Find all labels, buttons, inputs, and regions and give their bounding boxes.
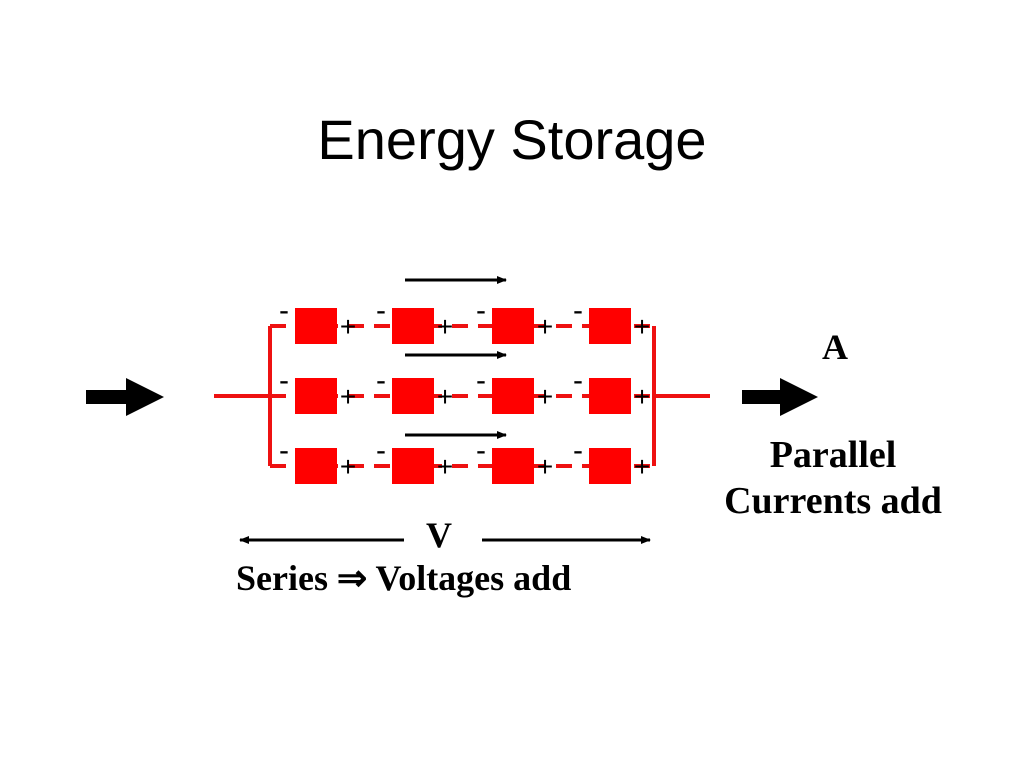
battery-cell: -+ [279,434,356,484]
current-flow-arrows [405,276,507,439]
series-note: Voltages add [375,558,572,598]
cell-minus-terminal: - [376,364,386,397]
battery-cell-body [589,308,631,344]
battery-cell-body [295,448,337,484]
slide-title: Energy Storage [317,108,707,171]
battery-cell-body [392,308,434,344]
battery-cell: -+ [279,294,356,344]
battery-cell: -+ [279,364,356,414]
parallel-caption: Parallel Currents add [702,432,964,524]
cell-minus-terminal: - [476,364,486,397]
battery-cell: -+ [376,434,453,484]
cell-minus-terminal: - [376,294,386,327]
input-arrow-icon [86,378,164,416]
cell-minus-terminal: - [279,294,289,327]
current-label: A [822,327,848,367]
voltage-label: V [426,515,452,555]
cell-plus-terminal: + [634,381,650,412]
cell-minus-terminal: - [476,294,486,327]
cell-plus-terminal: + [537,451,553,482]
battery-cell: -+ [376,294,453,344]
battery-cell-body [589,378,631,414]
cell-plus-terminal: + [437,451,453,482]
battery-cell-body [295,378,337,414]
cell-plus-terminal: + [340,451,356,482]
cell-minus-terminal: - [573,434,583,467]
parallel-title: Parallel [769,434,897,476]
battery-cell: -+ [573,434,650,484]
cell-minus-terminal: - [573,364,583,397]
cell-minus-terminal: - [476,434,486,467]
series-caption: Series ⇒ Voltages add [236,557,571,599]
battery-cell: -+ [476,434,553,484]
battery-cell-body [492,308,534,344]
cell-minus-terminal: - [573,294,583,327]
implies-symbol: ⇒ [336,558,368,598]
cell-plus-terminal: + [537,381,553,412]
battery-cell-body [392,378,434,414]
output-arrow-icon [742,378,818,416]
cell-plus-terminal: + [634,311,650,342]
battery-cell: -+ [573,294,650,344]
cell-minus-terminal: - [279,434,289,467]
cell-plus-terminal: + [437,311,453,342]
parallel-note: Currents add [724,480,942,522]
cell-plus-terminal: + [437,381,453,412]
battery-cell: -+ [476,294,553,344]
series-title: Series [236,558,328,598]
cell-minus-terminal: - [376,434,386,467]
battery-cell-body [392,448,434,484]
battery-cell: -+ [476,364,553,414]
cell-plus-terminal: + [537,311,553,342]
cell-minus-terminal: - [279,364,289,397]
cell-plus-terminal: + [634,451,650,482]
cell-plus-terminal: + [340,381,356,412]
battery-cells: -+-+-+-+-+-+-+-+-+-+-+-+ [279,294,650,484]
cell-plus-terminal: + [340,311,356,342]
battery-cell: -+ [376,364,453,414]
battery-cell-body [295,308,337,344]
battery-cell-body [589,448,631,484]
battery-cell-body [492,448,534,484]
battery-cell: -+ [573,364,650,414]
battery-cell-body [492,378,534,414]
